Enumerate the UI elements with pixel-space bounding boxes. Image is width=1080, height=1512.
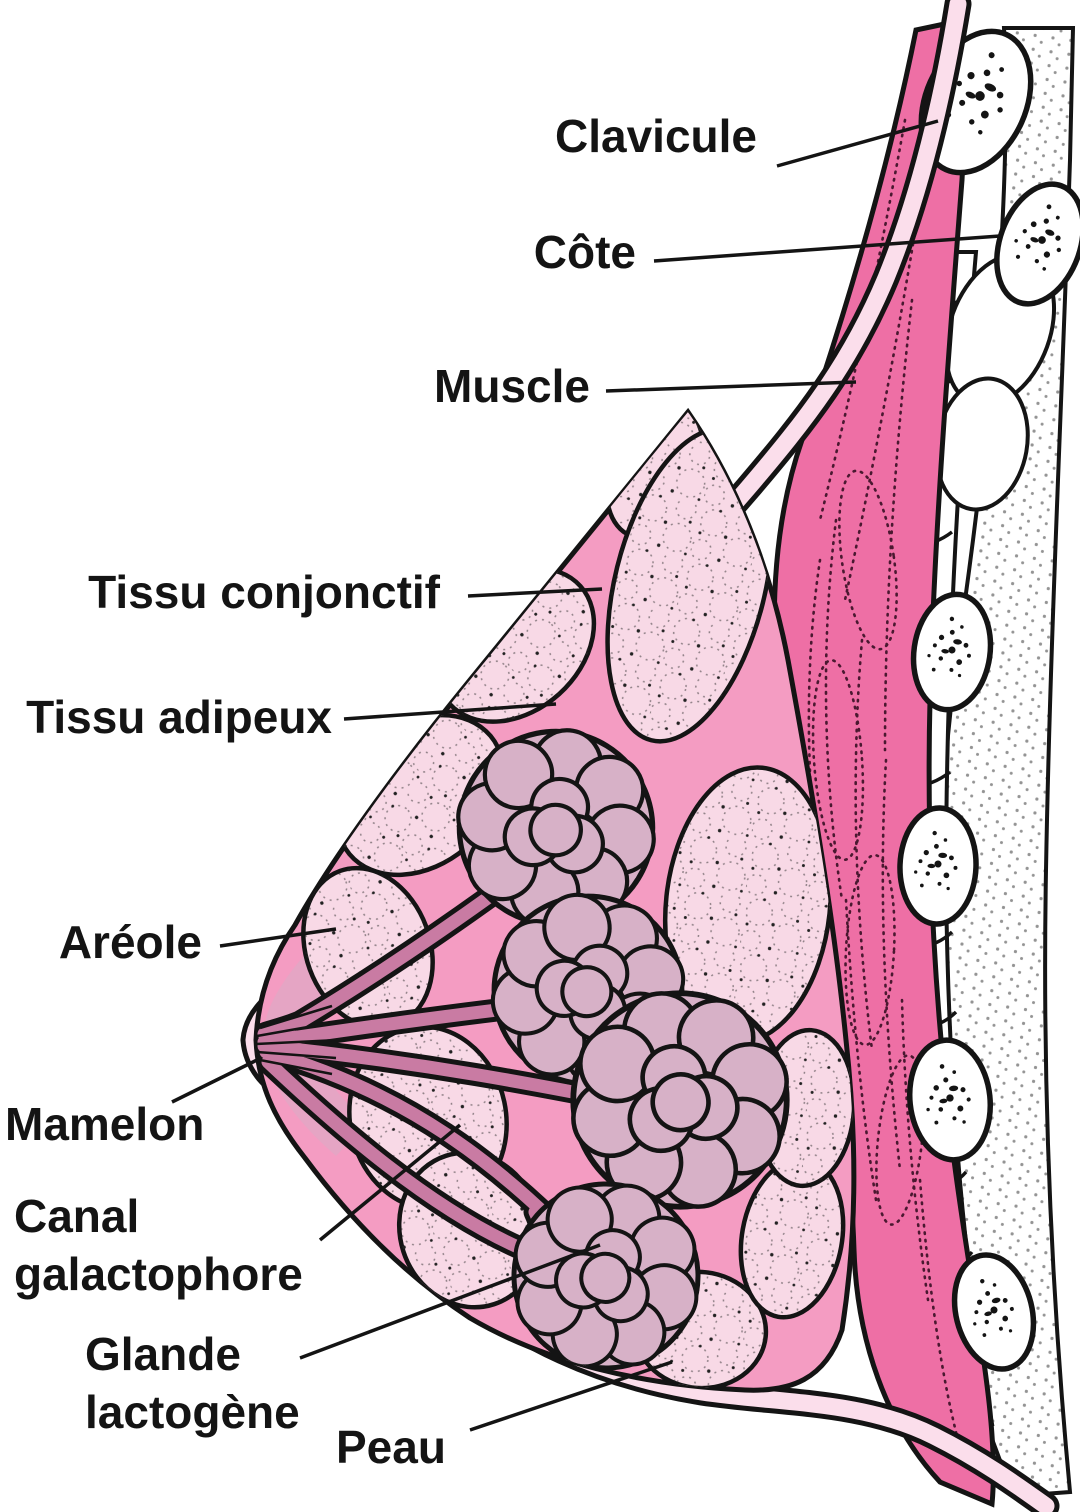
- rib-bones: [897, 181, 1080, 1372]
- label-canal-galactophore-l1: Canal: [14, 1190, 139, 1242]
- leader-tissu-conjonctif: [467, 587, 603, 598]
- label-glande-lactogene-l1: Glande: [85, 1328, 241, 1380]
- leader-lines: [171, 119, 1001, 1432]
- label-areole: Aréole: [59, 916, 202, 968]
- breast-region: [256, 389, 859, 1397]
- leader-tissu-adipeux: [343, 702, 557, 721]
- label-tissu-adipeux: Tissu adipeux: [26, 691, 332, 743]
- leader-muscle: [605, 380, 857, 393]
- labels: Clavicule Côte Muscle Tissu conjonctif T…: [5, 110, 757, 1473]
- leader-mamelon: [171, 1058, 258, 1104]
- label-cote: Côte: [534, 226, 636, 278]
- areola-region: [263, 928, 368, 1156]
- label-peau: Peau: [336, 1421, 446, 1473]
- leader-areole: [219, 927, 337, 948]
- label-mamelon: Mamelon: [5, 1098, 204, 1150]
- label-muscle: Muscle: [434, 360, 590, 412]
- label-clavicule: Clavicule: [555, 110, 757, 162]
- leader-peau: [469, 1360, 673, 1432]
- label-glande-lactogene-l2: lactogène: [85, 1386, 300, 1438]
- nipple: [255, 1004, 339, 1076]
- label-canal-galactophore-l2: galactophore: [14, 1248, 303, 1300]
- leader-cote: [653, 234, 1001, 263]
- leader-glande-lactogene: [299, 1243, 601, 1360]
- leader-clavicule: [776, 119, 939, 168]
- leader-canal-galactophore: [318, 1123, 462, 1242]
- label-tissu-conjonctif: Tissu conjonctif: [88, 566, 441, 618]
